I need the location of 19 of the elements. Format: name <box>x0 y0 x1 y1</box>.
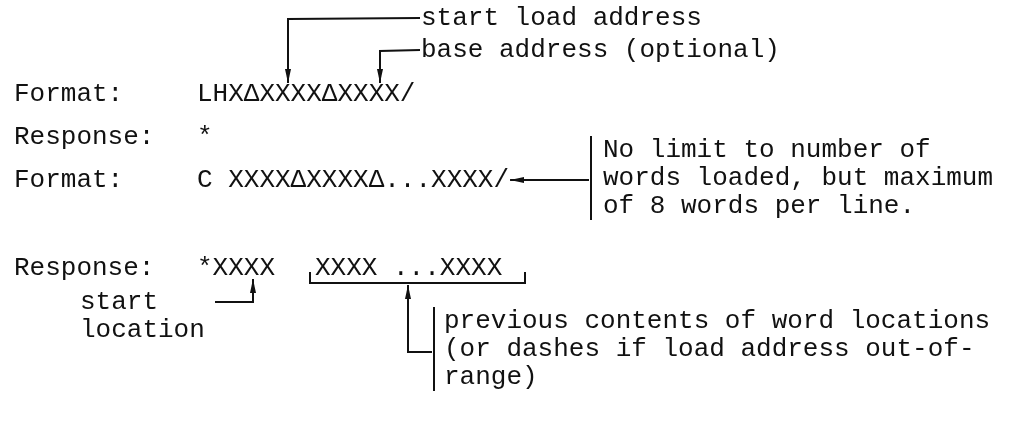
leader-line <box>377 49 421 84</box>
annotation-text: start load address <box>421 4 741 32</box>
leader-line <box>285 17 421 84</box>
field-label: Format: <box>14 170 124 190</box>
annotation-text: No limit to number of words loaded, but maximum of 8 words per line. <box>603 136 995 220</box>
command-format: LHXΔXXXXΔXXXX/ <box>197 84 416 104</box>
response-text: XXXX ...XXXX <box>315 258 503 278</box>
field-label: Response: <box>14 127 155 147</box>
field-label: Format: <box>14 84 124 104</box>
annotation-text: base address (optional) <box>421 36 801 64</box>
annotation-text: previous contents of word locations (or dashes if load address out-of-range) <box>444 307 992 391</box>
response-text: * <box>197 127 213 147</box>
leader-line <box>509 177 590 183</box>
field-label: Response: <box>14 258 155 278</box>
response-text: *XXXX <box>197 258 275 278</box>
leader-line <box>405 284 433 353</box>
command-format: C XXXXΔXXXXΔ...XXXX/ <box>197 170 510 190</box>
annotation-text: start location <box>80 288 214 344</box>
leader-line <box>214 278 256 303</box>
